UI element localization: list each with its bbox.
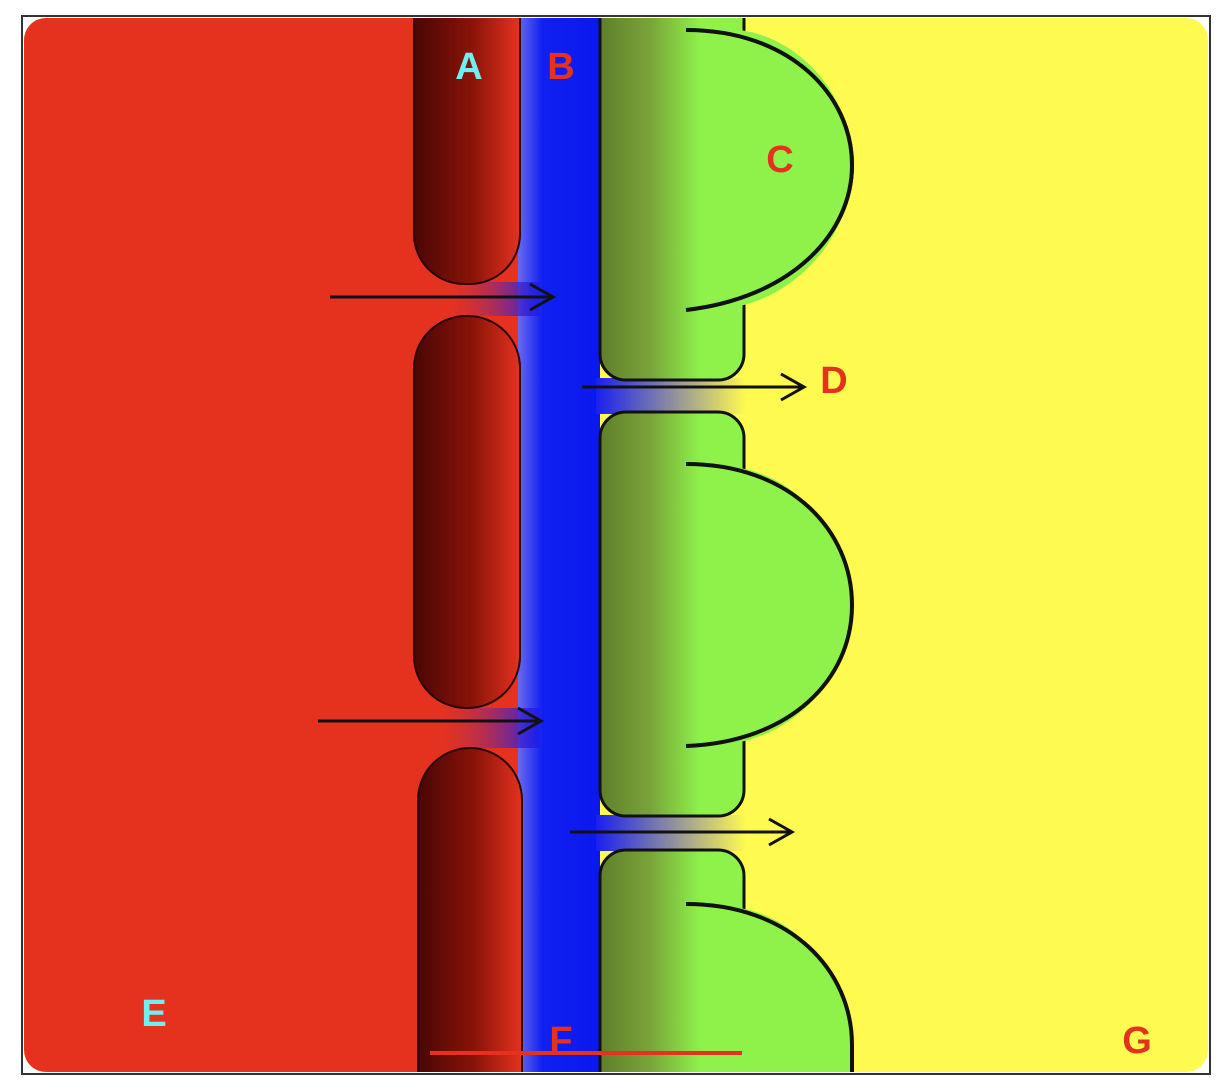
vessel-segment-1: [413, 18, 521, 285]
gap-gradient-lower: [430, 708, 540, 748]
gap-gradient-right-upper: [596, 378, 746, 414]
green-cell-3: [598, 848, 854, 1072]
green-cell-1: [598, 18, 855, 382]
vessel-segment-3: [417, 747, 523, 1072]
label-f: F: [549, 1020, 572, 1062]
green-cell-2: [598, 410, 855, 818]
arrow-red-to-blue-upper: [330, 282, 557, 312]
arrow-red-to-blue-lower: [318, 706, 545, 736]
label-c: C: [766, 139, 793, 181]
arrow-blue-to-yellow-upper: [582, 372, 808, 402]
vessel-segment-2: [413, 315, 521, 709]
gap-gradient-upper: [440, 282, 540, 316]
label-a: A: [455, 46, 482, 88]
arrow-blue-to-yellow-lower: [570, 817, 796, 847]
blue-channel: [518, 18, 600, 1072]
label-b: B: [547, 46, 574, 88]
label-d: D: [820, 360, 847, 402]
label-e: E: [141, 993, 166, 1035]
label-g: G: [1122, 1020, 1152, 1062]
